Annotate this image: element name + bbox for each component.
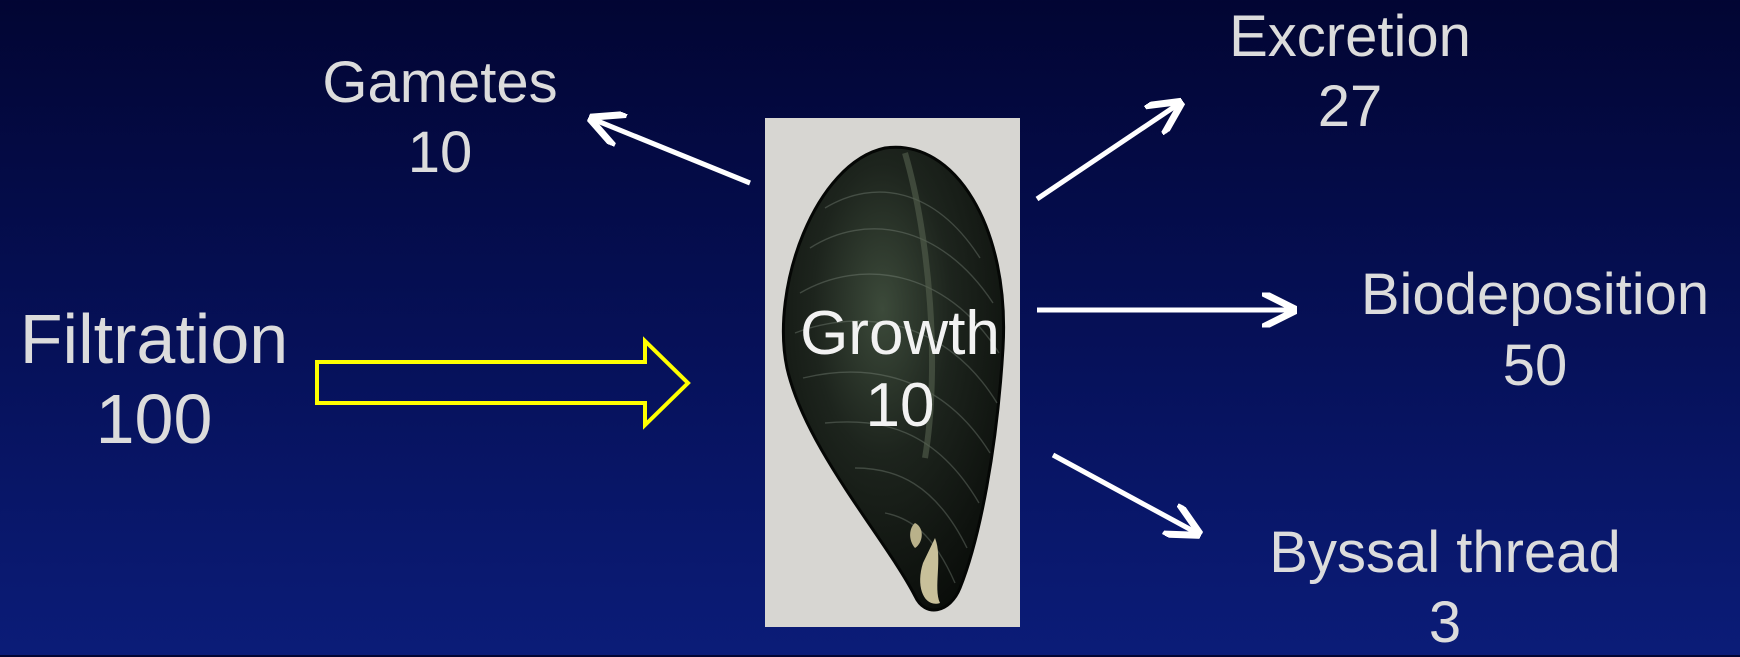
gametes-value: 10 (290, 118, 590, 188)
input-arrow (317, 341, 688, 425)
growth-label: Growth 10 (770, 298, 1030, 442)
excretion-text: Excretion (1229, 4, 1471, 69)
byssal-thread-text: Byssal thread (1269, 520, 1620, 585)
filtration-label: Filtration 100 (4, 300, 304, 460)
gametes-label: Gametes 10 (290, 48, 590, 187)
biodeposition-label: Biodeposition 50 (1335, 260, 1735, 402)
byssal-thread-label: Byssal thread 3 (1230, 518, 1660, 657)
filtration-text: Filtration (20, 300, 288, 378)
gametes-text: Gametes (322, 50, 557, 115)
growth-value: 10 (770, 370, 1030, 442)
biodeposition-text: Biodeposition (1361, 262, 1709, 327)
excretion-value: 27 (1200, 72, 1500, 142)
excretion-arrow (1037, 105, 1177, 199)
gametes-arrow (595, 120, 750, 183)
excretion-label: Excretion 27 (1200, 2, 1500, 141)
byssal-thread-value: 3 (1230, 588, 1660, 657)
byssal-arrow (1053, 455, 1195, 532)
filtration-value: 100 (4, 380, 304, 460)
biodeposition-value: 50 (1335, 331, 1735, 402)
growth-text: Growth (800, 299, 1000, 368)
